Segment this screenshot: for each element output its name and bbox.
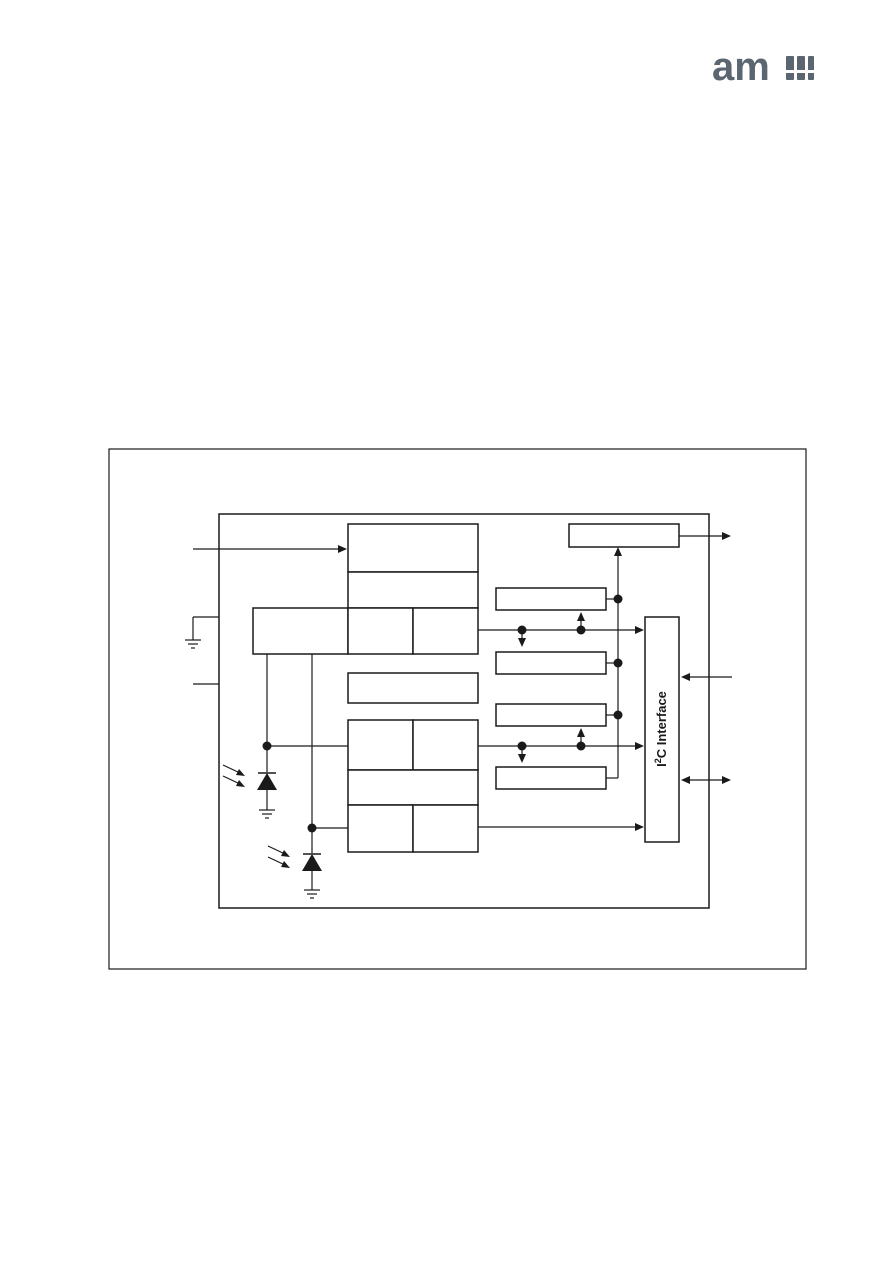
logo-mark-icon: [786, 56, 814, 80]
register-block-4: [495, 766, 607, 790]
lower-block-right-2: [412, 804, 479, 853]
i2c-interface-label: I2C Interface: [653, 691, 669, 767]
mid-block-center: [347, 607, 414, 655]
register-block-1: [495, 587, 607, 611]
lower-block-left-1: [347, 719, 414, 771]
output-arrow: [722, 532, 731, 540]
junction-dot: [613, 658, 623, 668]
lower-block-left-2: [347, 804, 414, 853]
mid-block-wide: [252, 607, 349, 655]
junction-dot: [262, 741, 272, 751]
i2c-clock-arrow: [681, 673, 690, 681]
input-pin-arrow: [338, 545, 347, 553]
lower-block-wide: [347, 769, 479, 806]
logo-wordmark: am: [712, 45, 770, 89]
bus-up-arrow: [614, 547, 622, 556]
top-block-lower: [347, 571, 479, 609]
center-block: [347, 672, 479, 704]
top-block-upper: [347, 523, 479, 573]
i2c-data-arrow-right: [722, 776, 731, 784]
top-right-block: [568, 523, 680, 548]
junction-dot: [613, 594, 623, 604]
ams-logo: am: [712, 45, 814, 89]
register-block-3: [495, 703, 607, 727]
photodiode-icon: [222, 764, 277, 819]
register-block-2: [495, 651, 607, 675]
photodiode-icon: [267, 845, 322, 899]
junction-dot: [307, 823, 317, 833]
i2c-data-arrow-left: [681, 776, 690, 784]
i2c-interface-block: [644, 616, 680, 843]
mid-block-right: [412, 607, 479, 655]
ground-symbol-icon: [185, 639, 201, 649]
junction-dot: [613, 710, 623, 720]
lower-block-right-1: [412, 719, 479, 771]
